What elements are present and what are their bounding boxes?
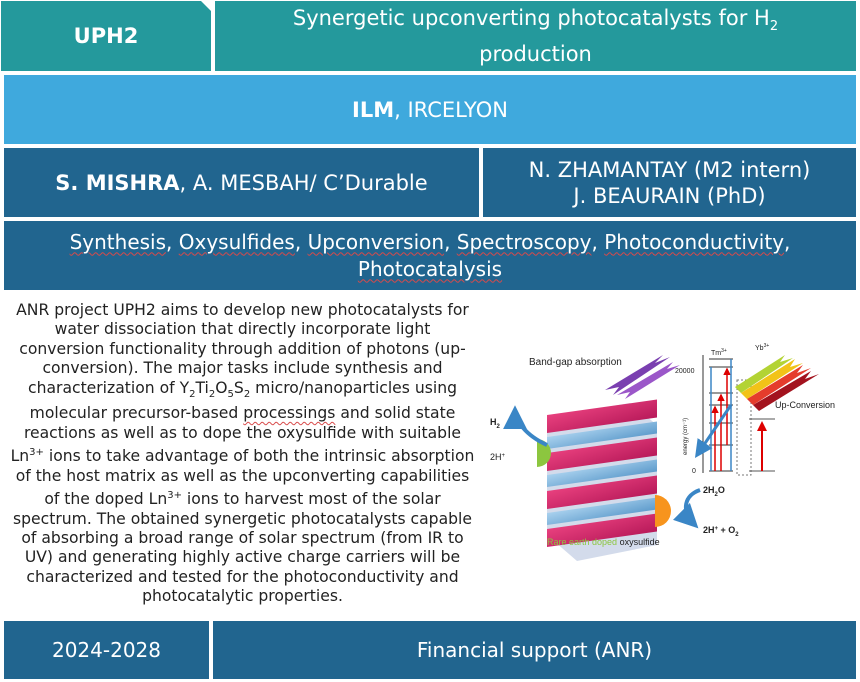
formula-sub: 2 (243, 388, 251, 400)
figure-svg: Band-gap absorption 20000 0 energy (cm⁻¹… (490, 343, 835, 561)
description-text: ions to harvest most of the solar spectr… (13, 490, 472, 606)
energy-level-diagram: 20000 0 energy (cm⁻¹) Tm3+ Yb3+ (675, 343, 769, 476)
tm-label: Tm3+ (711, 348, 727, 357)
lead-researchers-text: S. MISHRA, A. MESBAH/ C’Durable (55, 171, 427, 195)
keyword-list: Synthesis, Oxysulfides, Upconversion, Sp… (69, 229, 791, 281)
keyword: Photoconductivity (604, 229, 785, 254)
h2-evolution-arrow (503, 405, 548, 447)
keyword: Synthesis (69, 229, 167, 254)
energy-axis-label: energy (cm⁻¹) (683, 418, 689, 455)
ion-charge: 3+ (29, 446, 44, 458)
lab-text: ILM, IRCELYON (352, 98, 508, 122)
project-years: 2024-2028 (4, 621, 209, 679)
collaborators: , A. MESBAH/ C’Durable (179, 170, 428, 195)
h-plus-text: 2H (490, 452, 502, 462)
keyword: Spectroscopy (456, 229, 592, 254)
oxysulfide-layer-stack (537, 399, 671, 561)
project-code: UPH2 (1, 1, 211, 71)
keyword: Oxysulfides (178, 229, 295, 254)
products-suffix: + O (718, 525, 735, 535)
products-subscript: 2 (735, 532, 739, 538)
description-paragraph: ANR project UPH2 aims to develop new pho… (10, 301, 475, 607)
lab-institute: , IRCELYON (394, 97, 508, 122)
h2-text: H (490, 417, 497, 427)
description-text: processings (243, 404, 336, 423)
lead-researchers: S. MISHRA, A. MESBAH/ C’Durable (4, 148, 479, 217)
formula-part: Ti (195, 378, 209, 397)
keyword: Upconversion (307, 229, 445, 254)
years-text: 2024-2028 (51, 638, 161, 662)
up-conversion-diagram (749, 418, 775, 472)
ir-light-rays (735, 355, 819, 411)
lead-name: S. MISHRA (55, 170, 180, 195)
y-tick: 20000 (675, 368, 695, 375)
description-text: ions to take advantage of both the intri… (15, 447, 475, 509)
h2-subscript: 2 (497, 424, 501, 430)
yb-charge: 3+ (764, 343, 770, 349)
title-suffix: production (479, 41, 592, 66)
lab-row: ILM, IRCELYON (4, 75, 856, 144)
band-gap-label: Band-gap absorption (529, 357, 622, 368)
title-prefix: Synergetic upconverting photocatalysts f… (292, 6, 770, 31)
formula-part: S (233, 378, 244, 397)
products-text: 2H (703, 525, 715, 535)
water-subscript: 2 (715, 492, 719, 498)
h-plus-label: 2H+ (490, 452, 506, 462)
project-title: Synergetic upconverting photocatalysts f… (215, 1, 856, 71)
caption-highlight: Rare earth doped (547, 537, 617, 547)
water-oxidation-arrow (672, 488, 701, 529)
water-text: 2H (703, 485, 715, 495)
description-text: ANR project UPH2 aims to develop new pho… (16, 301, 469, 397)
products-label: 2H+ + O2 (703, 525, 739, 538)
formula-sub: 5 (227, 388, 234, 400)
phd-name: J. BEAURAIN (PhD) (573, 183, 766, 208)
yb-label-text: Yb (755, 345, 764, 352)
water-suffix: O (718, 485, 725, 495)
chemical-formula: Y2Ti2O5S2 (179, 378, 251, 400)
figure-caption: Rare earth doped oxysulfide (547, 537, 660, 547)
caption-rest: oxysulfide (617, 537, 660, 547)
keywords: Synthesis, Oxysulfides, Upconversion, Sp… (4, 221, 856, 290)
project-title-text: Synergetic upconverting photocatalysts f… (235, 5, 836, 66)
title-subscript: 2 (769, 19, 779, 35)
yb-label: Yb3+ (755, 343, 769, 352)
lab-name: ILM (352, 97, 395, 122)
h2-label: H2 (490, 417, 501, 430)
funding-text: Financial support (ANR) (416, 638, 653, 662)
formula-sub: 2 (189, 388, 196, 400)
intern-name: N. ZHAMANTAY (M2 intern) (528, 157, 811, 182)
formula-part: O (215, 378, 228, 397)
photocatalysis-figure: Band-gap absorption 20000 0 energy (cm⁻¹… (485, 295, 856, 617)
funding: Financial support (ANR) (213, 621, 856, 679)
description-text: and solid state reactions as well as to … (10, 404, 462, 466)
tm-label-text: Tm (711, 350, 721, 357)
ion-charge: 3+ (167, 489, 182, 501)
products-charge: + (715, 526, 719, 532)
description-text: micro/nanoparticles using molecular prec… (29, 378, 457, 423)
formula-part: Y (179, 378, 190, 397)
keyword: Photocatalysis (357, 256, 503, 281)
water-label: 2H2O (703, 485, 725, 498)
y-tick: 0 (692, 468, 696, 475)
project-description: ANR project UPH2 aims to develop new pho… (4, 295, 481, 617)
students: N. ZHAMANTAY (M2 intern) J. BEAURAIN (Ph… (483, 148, 856, 217)
formula-sub: 2 (208, 388, 216, 400)
tm-charge: 3+ (721, 348, 727, 354)
band-gap-light-rays (605, 355, 680, 399)
project-code-text: UPH2 (73, 24, 139, 48)
h-plus-charge: + (502, 453, 506, 459)
up-conversion-label: Up-Conversion (775, 400, 835, 410)
